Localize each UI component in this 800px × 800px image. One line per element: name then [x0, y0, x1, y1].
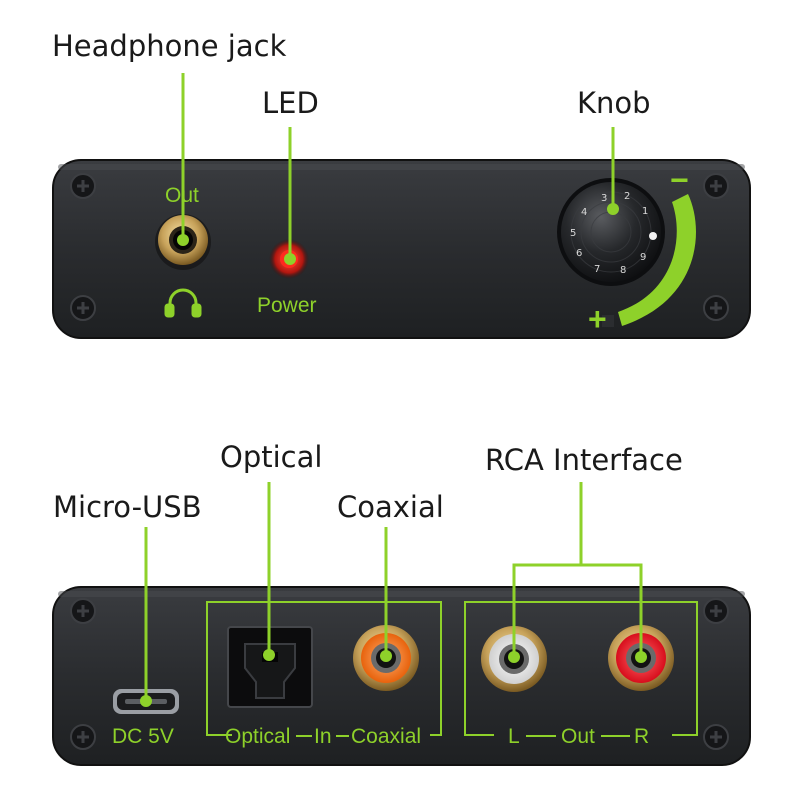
dc-5v-label: DC 5V — [112, 725, 174, 748]
screw-icon — [70, 295, 96, 321]
left-channel-label: L — [508, 725, 520, 748]
knob-number: 8 — [620, 265, 626, 276]
knob-number: 9 — [640, 252, 646, 263]
optical-input-port[interactable] — [227, 626, 313, 708]
callout-leaders — [144, 73, 643, 701]
out-label-back: Out — [561, 725, 595, 748]
knob-number: 5 — [570, 228, 576, 239]
screw-icon — [703, 173, 729, 199]
knob-indicator-icon — [649, 232, 657, 240]
screw-icon — [70, 724, 96, 750]
coaxial-label: Coaxial — [351, 725, 422, 748]
optical-label: Optical — [225, 725, 291, 748]
knob-number: 2 — [624, 191, 630, 202]
rca-interface-callout: RCA Interface — [485, 443, 683, 477]
optical-callout: Optical — [220, 440, 323, 474]
callout-dots — [140, 203, 647, 707]
knob-number: 3 — [601, 193, 607, 204]
screw-icon — [70, 598, 96, 624]
coaxial-callout: Coaxial — [337, 490, 444, 524]
output-group-bracket — [464, 601, 698, 736]
minus-sign: − — [670, 162, 689, 198]
out-label: Out — [165, 184, 199, 207]
headphone-jack-callout: Headphone jack — [52, 29, 287, 63]
headphone-icon — [164, 288, 202, 318]
input-group-bracket — [206, 601, 442, 736]
screw-icon — [70, 173, 96, 199]
front-panel — [52, 159, 751, 339]
right-channel-label: R — [634, 725, 650, 748]
plus-sign: + — [588, 301, 607, 337]
volume-arc — [602, 194, 696, 327]
micro-usb-callout: Micro-USB — [53, 490, 202, 524]
knob-number: 4 — [581, 207, 587, 218]
volume-knob[interactable] — [557, 178, 665, 286]
knob-number: 7 — [594, 264, 600, 275]
knob-number: 6 — [576, 248, 582, 259]
power-label: Power — [257, 294, 317, 317]
knob-callout: Knob — [577, 86, 651, 120]
screw-icon — [703, 724, 729, 750]
screw-icon — [703, 295, 729, 321]
in-label: In — [314, 725, 332, 748]
knob-numbers: 2 1 3 4 5 6 7 8 9 — [570, 191, 648, 276]
knob-number: 1 — [642, 206, 648, 217]
screw-icon — [703, 598, 729, 624]
led-callout: LED — [262, 86, 319, 120]
